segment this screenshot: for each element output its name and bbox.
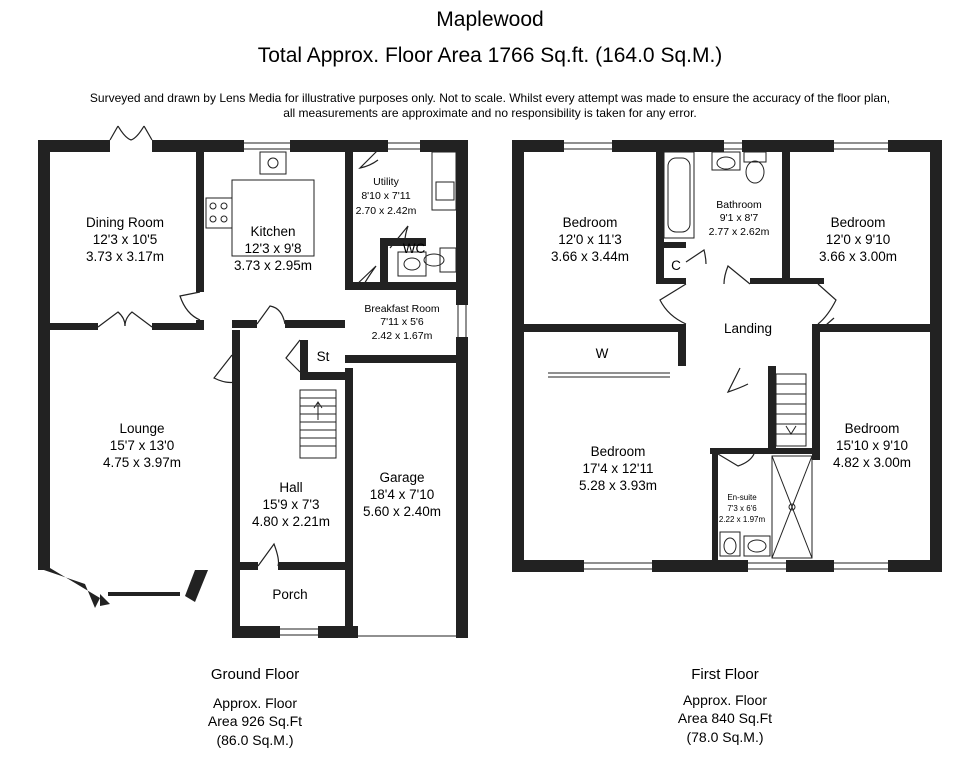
room-imperial-lounge: 15'7 x 13'0 [110,438,174,453]
ground-floor-walls [38,140,468,638]
room-name-bedroom-4: Bedroom [845,421,900,436]
room-metric-bedroom-3: 5.28 x 3.93m [579,478,657,493]
ground-floor-fixtures [205,151,457,459]
room-imperial-kitchen: 12'3 x 9'8 [245,241,302,256]
room-imperial-utility: 8'10 x 7'11 [361,190,411,202]
room-name-bedroom-1: Bedroom [563,215,618,230]
room-name-bedroom-2: Bedroom [831,215,886,230]
room-imperial-breakfast-room: 7'11 x 5'6 [380,316,424,328]
room-name-landing: Landing [724,321,772,336]
room-imperial-garage: 18'4 x 7'10 [370,487,434,502]
room-imperial-bedroom-4: 15'10 x 9'10 [836,438,908,453]
room-name-wc: WC [403,241,426,256]
room-metric-garage: 5.60 x 2.40m [363,504,441,519]
room-metric-bedroom-1: 3.66 x 3.44m [551,249,629,264]
room-name-porch: Porch [272,587,307,602]
room-metric-kitchen: 3.73 x 2.95m [234,258,312,273]
room-name-store: St [317,349,330,364]
room-metric-bedroom-4: 4.82 x 3.00m [833,455,911,470]
ground-floor-footer: Ground Floor Approx. Floor Area 926 Sq.F… [208,666,302,748]
first-floor-plan: Bedroom 12'0 x 11'3 3.66 x 3.44m Bathroo… [512,140,942,745]
room-metric-en-suite: 2.22 x 1.97m [719,515,766,524]
first-floor-title: First Floor [691,666,759,683]
room-imperial-en-suite: 7'3 x 6'6 [727,504,757,513]
room-name-hall: Hall [279,480,302,495]
room-imperial-dining-room: 12'3 x 10'5 [93,232,157,247]
disclaimer-line-2: all measurements are approximate and no … [283,106,697,120]
room-metric-utility: 2.70 x 2.42m [356,205,417,217]
ground-floor-area-line-3: (86.0 Sq.M.) [216,732,293,748]
room-name-cupboard: C [671,258,681,273]
first-floor-area-line-3: (78.0 Sq.M.) [686,729,763,745]
first-floor-area-line-2: Area 840 Sq.Ft [678,710,772,726]
room-name-breakfast-room: Breakfast Room [364,303,440,315]
first-floor-room-labels: Bedroom 12'0 x 11'3 3.66 x 3.44m Bathroo… [551,199,911,524]
first-floor-fixtures [663,151,813,559]
room-metric-dining-room: 3.73 x 3.17m [86,249,164,264]
disclaimer-line-1: Surveyed and drawn by Lens Media for ill… [89,91,891,105]
room-name-lounge: Lounge [119,421,164,436]
first-floor-doors [659,249,837,467]
room-imperial-bedroom-1: 12'0 x 11'3 [558,232,621,247]
room-name-wardrobe: W [596,346,609,361]
room-name-dining-room: Dining Room [86,215,164,230]
room-name-bathroom: Bathroom [716,199,762,211]
ground-floor-title: Ground Floor [211,666,299,683]
first-floor-walls [512,140,942,572]
room-metric-bathroom: 2.77 x 2.62m [709,226,770,238]
ground-floor-area-line-1: Approx. Floor [213,695,297,711]
room-metric-breakfast-room: 2.42 x 1.67m [372,330,433,342]
first-floor-footer: First Floor Approx. Floor Area 840 Sq.Ft… [678,666,772,745]
total-floor-area: Total Approx. Floor Area 1766 Sq.ft. (16… [257,44,723,67]
room-metric-lounge: 4.75 x 3.97m [103,455,181,470]
room-imperial-bedroom-2: 12'0 x 9'10 [826,232,890,247]
first-floor-windows [548,142,888,570]
room-name-bedroom-3: Bedroom [591,444,646,459]
room-imperial-bedroom-3: 17'4 x 12'11 [583,461,654,476]
room-name-garage: Garage [379,470,424,485]
ground-floor-room-labels: Dining Room 12'3 x 10'5 3.73 x 3.17m Kit… [86,176,441,602]
property-name: Maplewood [436,8,544,31]
room-name-kitchen: Kitchen [250,224,295,239]
first-floor-area-line-1: Approx. Floor [683,692,767,708]
ground-floor-windows [244,142,467,637]
ground-floor-doors [97,125,409,567]
room-imperial-hall: 15'9 x 7'3 [263,497,320,512]
ground-floor-area-line-2: Area 926 Sq.Ft [208,713,302,729]
ground-floor-plan: Dining Room 12'3 x 10'5 3.73 x 3.17m Kit… [38,125,468,748]
room-metric-bedroom-2: 3.66 x 3.00m [819,249,897,264]
room-metric-hall: 4.80 x 2.21m [252,514,330,529]
room-name-utility: Utility [373,176,399,188]
room-imperial-bathroom: 9'1 x 8'7 [720,212,759,224]
room-name-en-suite: En-suite [727,493,757,502]
